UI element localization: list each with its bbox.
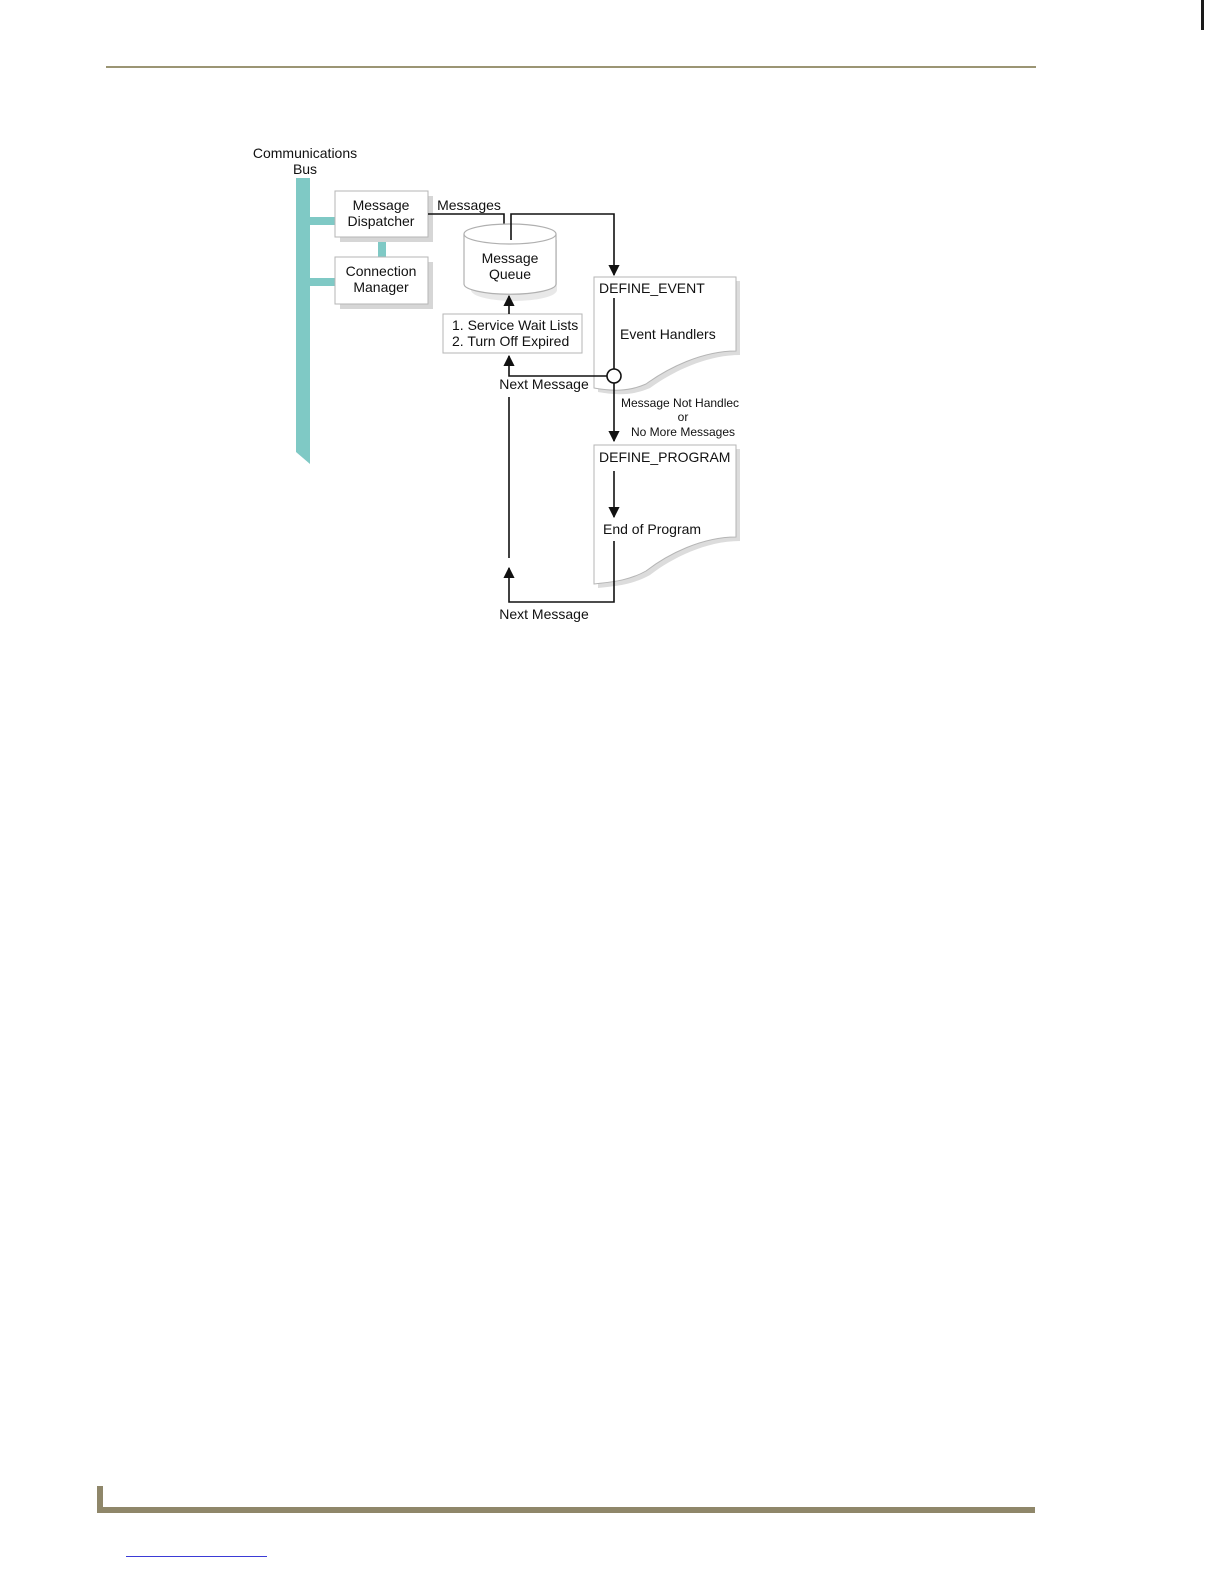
connection-manager-label-line2: Manager	[353, 279, 409, 295]
next-message-label-2: Next Message	[499, 606, 589, 622]
connection-manager-label-line1: Connection	[346, 263, 417, 279]
bus-label-line2: Bus	[293, 161, 317, 177]
messages-label: Messages	[437, 197, 501, 213]
queue-label-line1: Message	[482, 250, 539, 266]
next-message-arrow-1	[509, 356, 607, 376]
not-handled-line3: No More Messages	[631, 425, 735, 439]
define-program-label: DEFINE_PROGRAM	[599, 449, 730, 465]
event-handlers-label: Event Handlers	[620, 326, 716, 342]
queue-label-line2: Queue	[489, 266, 531, 282]
decision-junction	[607, 369, 621, 383]
not-handled-line1: Message Not Handlec	[621, 396, 739, 410]
footer-link-underline[interactable]	[126, 1556, 267, 1557]
service-box-line1: 1. Service Wait Lists	[452, 317, 578, 333]
bus-label-line1: Communications	[253, 145, 357, 161]
dispatcher-label-line1: Message	[353, 197, 410, 213]
define-program-page	[594, 445, 740, 588]
not-handled-line2: or	[678, 410, 689, 424]
dispatcher-label-line2: Dispatcher	[348, 213, 415, 229]
define-event-label: DEFINE_EVENT	[599, 280, 705, 296]
footer-rule	[97, 1507, 1035, 1513]
end-of-program-label: End of Program	[603, 521, 701, 537]
next-message-label-1: Next Message	[499, 376, 589, 392]
service-box-line2: 2. Turn Off Expired	[452, 333, 569, 349]
